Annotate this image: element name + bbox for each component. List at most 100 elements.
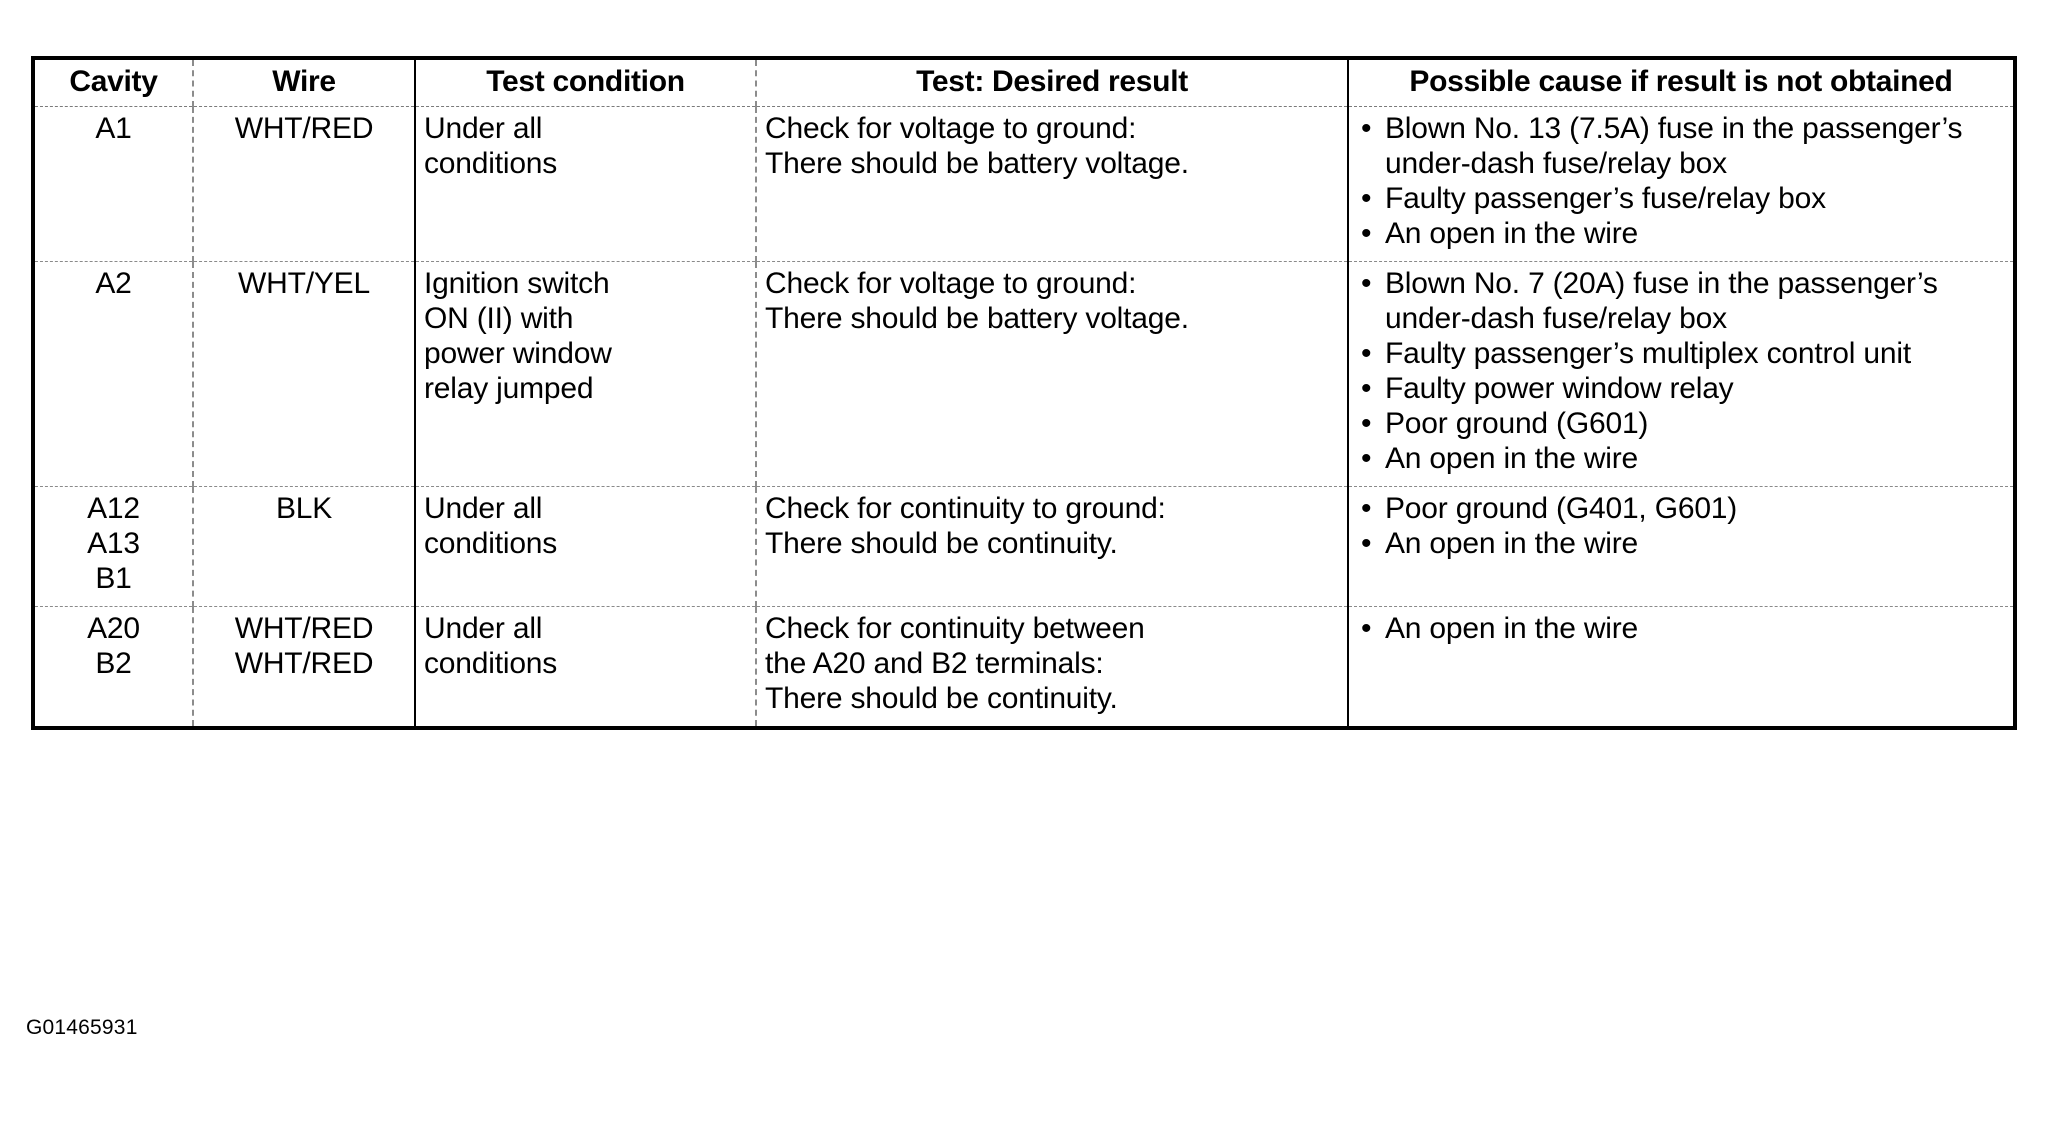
cause-text: Blown No. 7 (20A) fuse in the passenger’… — [1385, 267, 1938, 335]
bullet-icon: • — [1361, 182, 1372, 215]
cause-list-item: •Blown No. 13 (7.5A) fuse in the passeng… — [1357, 111, 2005, 181]
cell-wire-line: WHT/RED — [234, 112, 374, 145]
test-condition-line: conditions — [424, 147, 558, 180]
bullet-icon: • — [1361, 217, 1372, 250]
column-header-test-result: Test: Desired result — [756, 60, 1349, 107]
test-result-line: Check for continuity to ground: — [765, 492, 1166, 525]
bullet-icon: • — [1361, 267, 1372, 300]
cause-list-item: • Faulty passenger’s fuse/relay box — [1357, 181, 2005, 216]
test-result-line: There should be battery voltage. — [765, 302, 1189, 335]
cell-test-result: Check for voltage to ground:There should… — [756, 261, 1349, 487]
cell-cavity-line: A13 — [87, 527, 140, 560]
cause-list-item: • An open in the wire — [1357, 441, 2005, 476]
test-condition-line: Under all — [424, 492, 543, 525]
test-condition-line: power window — [424, 337, 612, 370]
cell-cavity-line: A1 — [95, 112, 132, 145]
bullet-icon: • — [1361, 442, 1372, 475]
bullet-icon: • — [1361, 492, 1372, 525]
cause-text: Poor ground (G401, G601) — [1385, 492, 1738, 525]
cause-list-item: • Faulty passenger’s multiplex control un… — [1357, 336, 2005, 371]
cell-wire-line: WHT/RED — [234, 612, 374, 645]
cell-test-result: Check for continuity to ground:There sho… — [756, 486, 1349, 607]
test-condition-line: Ignition switch — [424, 267, 610, 300]
cause-list: • An open in the wire — [1357, 611, 2005, 646]
table-header: Cavity Wire Test condition Test: Desired… — [35, 60, 2013, 107]
test-result-line: the A20 and B2 terminals: — [765, 647, 1104, 680]
cause-text: Faulty passenger’s multiplex control uni… — [1385, 337, 1911, 370]
cell-wire: BLK — [193, 486, 416, 607]
test-condition-line: relay jumped — [424, 372, 594, 405]
cause-list-item: • Poor ground (G601) — [1357, 406, 2005, 441]
test-result-line: Check for continuity between — [765, 612, 1145, 645]
header-row: Cavity Wire Test condition Test: Desired… — [35, 60, 2013, 107]
column-header-cavity: Cavity — [35, 60, 194, 107]
cell-wire-line: BLK — [275, 492, 333, 525]
cell-wire-line: WHT/YEL — [238, 267, 370, 300]
test-result-line: There should be continuity. — [765, 682, 1118, 715]
bullet-icon: • — [1361, 407, 1372, 440]
cell-cavity-line: B2 — [95, 647, 132, 680]
cell-wire: WHT/YEL — [193, 261, 416, 487]
test-result-line: Check for voltage to ground: — [765, 267, 1137, 300]
cell-cavity: A2 — [35, 261, 194, 487]
cell-wire-line: WHT/RED — [234, 647, 374, 680]
test-condition-line: conditions — [424, 527, 558, 560]
cell-possible-cause: • An open in the wire — [1348, 607, 2013, 727]
circuit-test-table: Cavity Wire Test condition Test: Desired… — [31, 56, 2017, 730]
test-result-line: Check for voltage to ground: — [765, 112, 1137, 145]
test-condition-line: ON (II) with — [424, 302, 574, 335]
cause-list-item: • An open in the wire — [1357, 611, 2005, 646]
cause-list: •Blown No. 13 (7.5A) fuse in the passeng… — [1357, 111, 2005, 251]
column-header-wire: Wire — [193, 60, 416, 107]
cause-list-item: • An open in the wire — [1357, 526, 2005, 561]
spec-table: Cavity Wire Test condition Test: Desired… — [35, 60, 2013, 726]
test-result-line: There should be continuity. — [765, 527, 1118, 560]
cause-text: Faulty power window relay — [1385, 372, 1734, 405]
figure-caption: G01465931 — [26, 1016, 138, 1039]
test-condition-line: Under all — [424, 612, 543, 645]
cause-text: An open in the wire — [1385, 527, 1639, 560]
cause-list-item: • Faulty power window relay — [1357, 371, 2005, 406]
bullet-icon: • — [1361, 612, 1372, 645]
cause-list-item: • Blown No. 7 (20A) fuse in the passenger… — [1357, 266, 2005, 336]
cause-list: • Poor ground (G401, G601) • An open in the… — [1357, 491, 2005, 561]
cause-text: An open in the wire — [1385, 612, 1639, 645]
cell-cavity-line: A12 — [87, 492, 140, 525]
column-header-test-condition: Test condition — [415, 60, 757, 107]
test-condition-line: conditions — [424, 647, 558, 680]
cause-text: Faulty passenger’s fuse/relay box — [1385, 182, 1826, 215]
cause-list: • Blown No. 7 (20A) fuse in the passenger… — [1357, 266, 2005, 476]
column-header-possible-cause: Possible cause if result is not obtained — [1348, 60, 2013, 107]
cell-cavity: A1 — [35, 106, 194, 262]
test-condition-line: Under all — [424, 112, 543, 145]
cell-possible-cause: • Poor ground (G401, G601) • An open in the… — [1348, 486, 2013, 607]
cause-text: An open in the wire — [1385, 442, 1639, 475]
cell-possible-cause: • Blown No. 7 (20A) fuse in the passenger… — [1348, 261, 2013, 487]
cell-cavity-line: A20 — [87, 612, 140, 645]
cause-list-item: • An open in the wire — [1357, 216, 2005, 251]
bullet-icon: • — [1361, 112, 1372, 145]
cause-list-item: • Poor ground (G401, G601) — [1357, 491, 2005, 526]
cause-text: Poor ground (G601) — [1385, 407, 1649, 440]
cause-text: An open in the wire — [1385, 217, 1639, 250]
bullet-icon: • — [1361, 337, 1372, 370]
cell-wire: WHT/RED — [193, 106, 416, 262]
cell-test-result: Check for voltage to ground:There should… — [756, 106, 1349, 262]
cell-cavity-line: A2 — [95, 267, 132, 300]
bullet-icon: • — [1361, 527, 1372, 560]
bullet-icon: • — [1361, 372, 1372, 405]
